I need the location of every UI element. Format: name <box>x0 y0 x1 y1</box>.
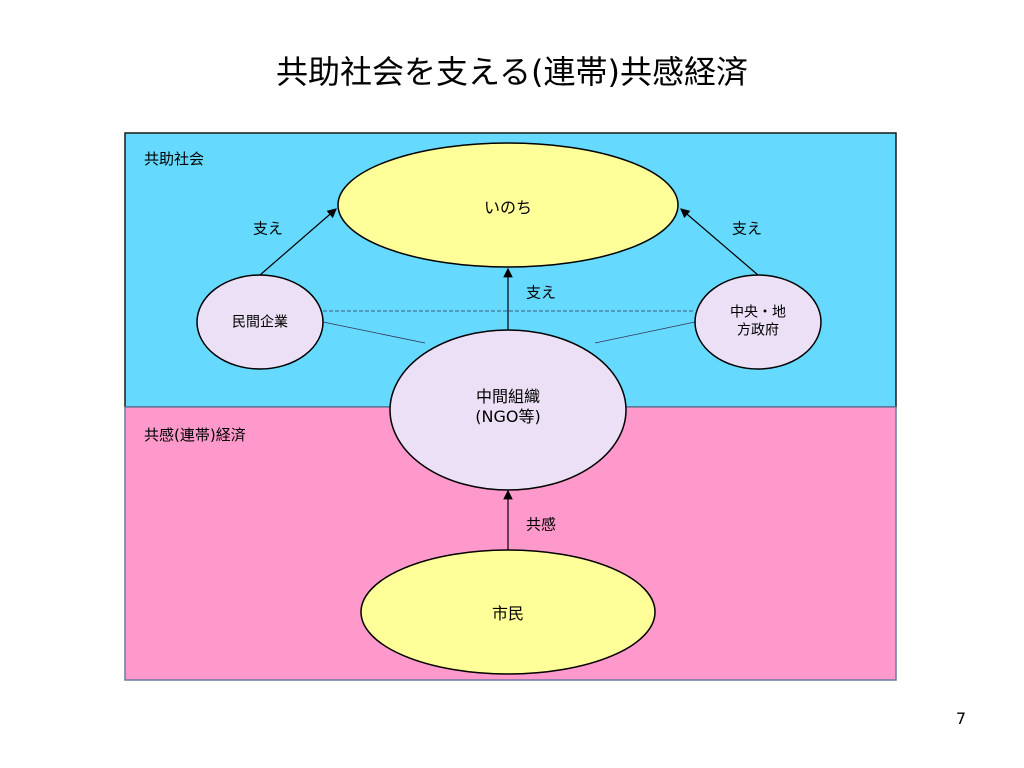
node-private-companies: 民間企業 <box>232 314 288 331</box>
page-number: 7 <box>955 709 967 728</box>
page-title: 共助社会を支える(連帯)共感経済 <box>275 53 749 91</box>
arrow-support-left <box>259 208 337 276</box>
arrow-support-right <box>680 208 759 276</box>
node-intermediate-org: 中間組織 (NGO等) <box>475 387 540 427</box>
connector-line <box>594 321 696 344</box>
edge-label-support-center: 支え <box>525 283 557 302</box>
intermediate-org-circle <box>389 329 627 491</box>
node-government: 中央・地 方政府 <box>730 305 786 340</box>
node-government-line2: 方政府 <box>737 322 779 338</box>
node-intermediate-line1: 中間組織 <box>475 387 541 406</box>
edge-label-support-left: 支え <box>252 219 284 238</box>
edge-label-support-right: 支え <box>731 219 763 238</box>
node-government-line1: 中央・地 <box>730 304 786 321</box>
private-companies-circle <box>196 274 324 370</box>
life-ellipse <box>337 142 679 268</box>
node-citizens: 市民 <box>491 604 525 623</box>
connector-line <box>322 321 426 344</box>
section-label-economy: 共感(連帯)経済 <box>144 426 246 444</box>
citizens-ellipse <box>360 549 656 675</box>
government-circle <box>694 274 822 370</box>
section-label-society: 共助社会 <box>144 150 205 168</box>
node-intermediate-line2: (NGO等) <box>475 407 541 426</box>
node-life: いのち <box>483 198 533 217</box>
edge-label-empathy: 共感 <box>525 515 557 534</box>
